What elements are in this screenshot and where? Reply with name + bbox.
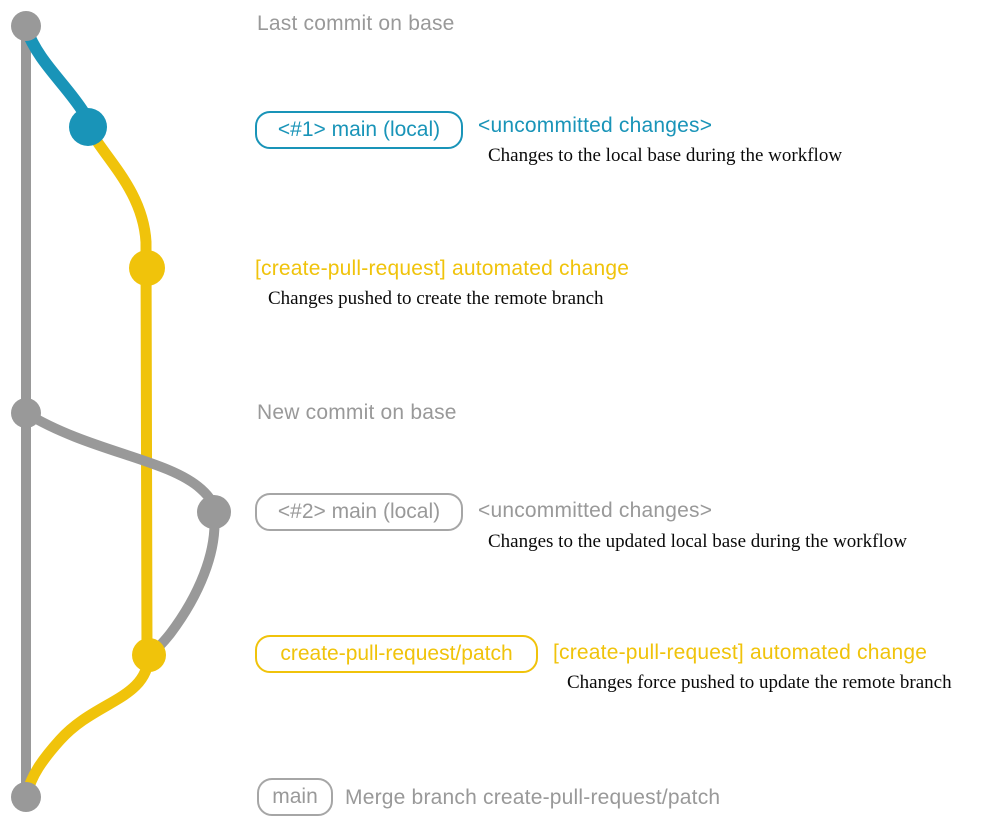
- commit-node-main-local-2: [197, 495, 231, 529]
- commit-node-new-base: [11, 398, 41, 428]
- branch-tag-main-local-1-label: <#1> main (local): [277, 118, 441, 141]
- uncommitted-changes-title-2: <uncommitted changes>: [478, 499, 713, 522]
- automated-change-title-1: [create-pull-request] automated change: [255, 257, 630, 280]
- commit-node-merge: [11, 782, 41, 812]
- patch-branch-line: [82, 121, 153, 661]
- commit-node-last-base: [11, 11, 41, 41]
- automated-change-desc-1: Changes pushed to create the remote bran…: [268, 288, 604, 309]
- branch-tag-main-label: main: [272, 785, 318, 808]
- uncommitted-changes-desc-1: Changes to the local base during the wor…: [488, 145, 843, 166]
- new-commit-label: New commit on base: [257, 401, 457, 424]
- branch-tag-patch-label: create-pull-request/patch: [280, 642, 513, 665]
- last-commit-label: Last commit on base: [257, 12, 455, 35]
- merge-commit-label: Merge branch create-pull-request/patch: [345, 786, 721, 809]
- base-update-curve: [21, 408, 219, 518]
- branch-tag-main-local-1: <#1> main (local): [255, 111, 463, 149]
- commit-node-patch-1: [129, 250, 165, 286]
- branch-tag-main: main: [257, 778, 333, 816]
- rebase-curve: [145, 508, 220, 660]
- automated-change-desc-2: Changes force pushed to update the remot…: [567, 672, 952, 693]
- branch-tag-main-local-2: <#2> main (local): [255, 493, 463, 531]
- branch-tag-patch: create-pull-request/patch: [255, 635, 538, 673]
- commit-node-patch-2: [132, 638, 166, 672]
- automated-change-title-2: [create-pull-request] automated change: [553, 641, 928, 664]
- commit-node-main-local-1: [69, 108, 107, 146]
- branch-tag-main-local-2-label: <#2> main (local): [277, 500, 441, 523]
- uncommitted-changes-title-1: <uncommitted changes>: [478, 114, 713, 137]
- patch-branch-merge-curve: [21, 649, 155, 800]
- uncommitted-changes-desc-2: Changes to the updated local base during…: [488, 531, 907, 552]
- local-main-branch-curve: [20, 22, 90, 119]
